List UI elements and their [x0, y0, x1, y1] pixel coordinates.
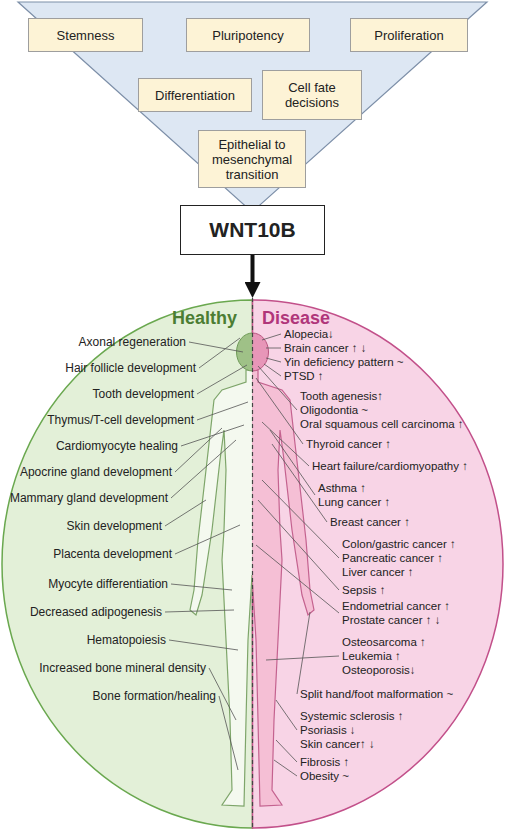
healthy-role-label: Hair follicle development — [65, 360, 196, 376]
disease-label: Psoriasis ↓ — [300, 723, 356, 737]
disease-label: Obesity ~ — [300, 769, 349, 783]
healthy-role-label: Mammary gland development — [10, 490, 168, 506]
disease-label: Lung cancer ↑ — [318, 495, 390, 509]
healthy-half — [2, 300, 253, 828]
concept-box: Epithelial to mesenchymal transition — [198, 130, 306, 188]
healthy-role-label: Skin development — [67, 518, 162, 534]
concept-box: Pluripotency — [186, 18, 310, 52]
concept-box: Proliferation — [350, 18, 468, 52]
disease-label: Tooth agenesis↑ — [300, 389, 383, 403]
healthy-role-label: Axonal regeneration — [79, 334, 186, 350]
disease-label: Systemic sclerosis ↑ — [300, 709, 404, 723]
disease-label: PTSD ↑ — [284, 369, 324, 383]
concept-box: Cell fate decisions — [262, 70, 362, 120]
healthy-role-label: Apocrine gland development — [20, 464, 172, 480]
disease-label: Brain cancer ↑ ↓ — [284, 341, 366, 355]
box-text: Cell fate decisions — [269, 80, 355, 110]
healthy-role-label: Hematopoiesis — [87, 632, 166, 648]
disease-label: Thyroid cancer ↑ — [306, 437, 391, 451]
disease-label: Oral squamous cell carcinoma ↑ — [300, 417, 464, 431]
box-text: Pluripotency — [212, 28, 284, 43]
concept-box: Stemness — [28, 18, 143, 52]
box-text: Differentiation — [155, 88, 235, 103]
healthy-role-label: Decreased adipogenesis — [30, 604, 162, 620]
funnel-triangle — [18, 2, 487, 212]
healthy-role-label: Thymus/T-cell development — [47, 412, 194, 428]
disease-label: Sepsis ↑ — [342, 583, 385, 597]
healthy-role-label: Myocyte differentiation — [48, 576, 168, 592]
disease-label: Oligodontia ~ — [300, 403, 368, 417]
disease-label: Leukemia ↑ — [342, 649, 401, 663]
disease-label: Asthma ↑ — [318, 481, 366, 495]
disease-half — [253, 300, 504, 828]
disease-label: Heart failure/cardiomyopathy ↑ — [312, 459, 468, 473]
disease-label: Skin cancer↑ ↓ — [300, 737, 375, 751]
half-heading: Disease — [262, 308, 330, 329]
disease-label: Liver cancer ↑ — [342, 565, 414, 579]
concept-box: Differentiation — [138, 78, 252, 112]
disease-label: Pancreatic cancer ↑ — [342, 551, 443, 565]
disease-label: Endometrial cancer ↑ — [342, 599, 450, 613]
healthy-role-label: Cardiomyocyte healing — [56, 438, 178, 454]
box-text: Proliferation — [374, 28, 443, 43]
disease-label: Osteoporosis↓ — [342, 663, 416, 677]
healthy-role-label: Increased bone mineral density — [39, 660, 206, 676]
box-text: Epithelial to mesenchymal transition — [205, 137, 299, 182]
gene-box: WNT10B — [180, 205, 325, 255]
healthy-role-label: Bone formation/healing — [93, 688, 216, 704]
healthy-role-label: Placenta development — [53, 546, 172, 562]
disease-label: Osteosarcoma ↑ — [342, 635, 426, 649]
disease-label: Alopecia↓ — [284, 327, 334, 341]
disease-label: Prostate cancer ↑ ↓ — [342, 613, 440, 627]
disease-label: Yin deficiency pattern ~ — [284, 355, 403, 369]
disease-label: Colon/gastric cancer ↑ — [342, 537, 456, 551]
healthy-role-label: Tooth development — [93, 386, 194, 402]
disease-label: Breast cancer ↑ — [330, 515, 410, 529]
gene-name: WNT10B — [209, 218, 295, 242]
box-text: Stemness — [57, 28, 115, 43]
disease-label: Fibrosis ↑ — [300, 755, 349, 769]
disease-label: Split hand/foot malformation ~ — [300, 687, 453, 701]
flow-arrow — [251, 255, 255, 288]
half-heading: Healthy — [172, 308, 237, 329]
